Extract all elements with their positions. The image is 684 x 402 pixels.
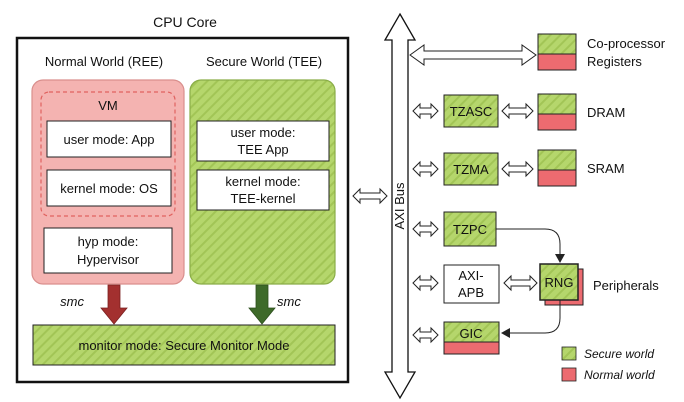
coprocessor-label-line1: Co-processor: [587, 36, 666, 51]
peripherals-label: Peripherals: [593, 278, 659, 293]
hyp-mode-box: [43, 227, 173, 274]
legend-secure-swatch: [561, 346, 577, 361]
tzasc-label: TZASC: [450, 104, 493, 119]
secure-kernel-mode-box: [196, 169, 330, 211]
axi-bus-label: AXI Bus: [392, 182, 407, 229]
gic-bus-connector: [412, 326, 439, 344]
coprocessor-label-line2: Registers: [587, 54, 642, 69]
axiapb-rng-connector: [503, 274, 538, 292]
smc-arrow-right: [248, 284, 276, 325]
normal-kernel-mode-box: [46, 169, 172, 207]
secure-user-mode-box: [196, 120, 330, 162]
axiapb-bus-connector: [412, 274, 439, 292]
normal-user-mode-label: user mode: App: [63, 132, 154, 147]
dram-box-secure: [537, 93, 577, 115]
tzpc-bus-connector: [412, 220, 439, 238]
smc-arrow-left: [100, 284, 128, 325]
hyp-mode-label-line1: hyp mode:: [78, 234, 139, 249]
rng-label: RNG: [545, 275, 574, 290]
smc-label-right: smc: [277, 294, 301, 309]
secure-world-title: Secure World (TEE): [206, 54, 322, 69]
tzasc-dram-connector: [501, 102, 534, 120]
legend-normal-label: Normal world: [584, 368, 655, 382]
axi-apb-label-line2: APB: [458, 285, 484, 300]
sram-box-secure: [537, 149, 577, 171]
normal-user-mode-box: [46, 120, 172, 158]
normal-kernel-mode-label: kernel mode: OS: [60, 181, 158, 196]
gic-label: GIC: [459, 326, 482, 341]
normal-world-title: Normal World (REE): [45, 54, 163, 69]
dram-label: DRAM: [587, 105, 625, 120]
rng-gic-arrowhead: [501, 328, 510, 338]
tzpc-label: TZPC: [453, 222, 487, 237]
monitor-mode-box: [32, 324, 336, 366]
tzma-box: [443, 152, 499, 186]
tzpc-rng-arrowhead: [555, 254, 565, 263]
smc-label-left: smc: [60, 294, 84, 309]
axi-bus-arrow: [383, 12, 417, 400]
cpu-bus-connector: [352, 187, 388, 205]
secure-user-mode-label-line1: user mode:: [230, 125, 295, 140]
sram-label: SRAM: [587, 161, 625, 176]
axi-apb-label-line1: AXI-: [458, 268, 483, 283]
legend-secure-label: Secure world: [584, 347, 654, 361]
tzpc-box: [443, 211, 497, 247]
rng-gic-arrow: [509, 300, 561, 334]
monitor-mode-label: monitor mode: Secure Monitor Mode: [79, 338, 290, 353]
gic-box-secure: [443, 321, 500, 343]
rng-box: [539, 263, 579, 301]
tzma-label: TZMA: [453, 162, 489, 177]
axi-apb-box: [443, 264, 500, 304]
tzasc-bus-connector: [412, 102, 439, 120]
cpu-core-title: CPU Core: [153, 14, 217, 30]
tzpc-rng-arrow: [496, 228, 561, 256]
secure-kernel-mode-label-line2: TEE-kernel: [230, 191, 295, 206]
coprocessor-bus-connector: [409, 44, 537, 66]
hyp-mode-label-line2: Hypervisor: [77, 252, 140, 267]
tzma-sram-connector: [501, 160, 534, 178]
legend-normal-swatch: [561, 367, 577, 382]
tzasc-box: [443, 94, 499, 128]
vm-label: VM: [98, 98, 118, 113]
secure-user-mode-label-line2: TEE App: [237, 142, 288, 157]
vm-box: [40, 91, 176, 217]
tzma-bus-connector: [412, 160, 439, 178]
coprocessor-box-secure: [537, 33, 577, 55]
secure-kernel-mode-label-line1: kernel mode:: [225, 174, 300, 189]
